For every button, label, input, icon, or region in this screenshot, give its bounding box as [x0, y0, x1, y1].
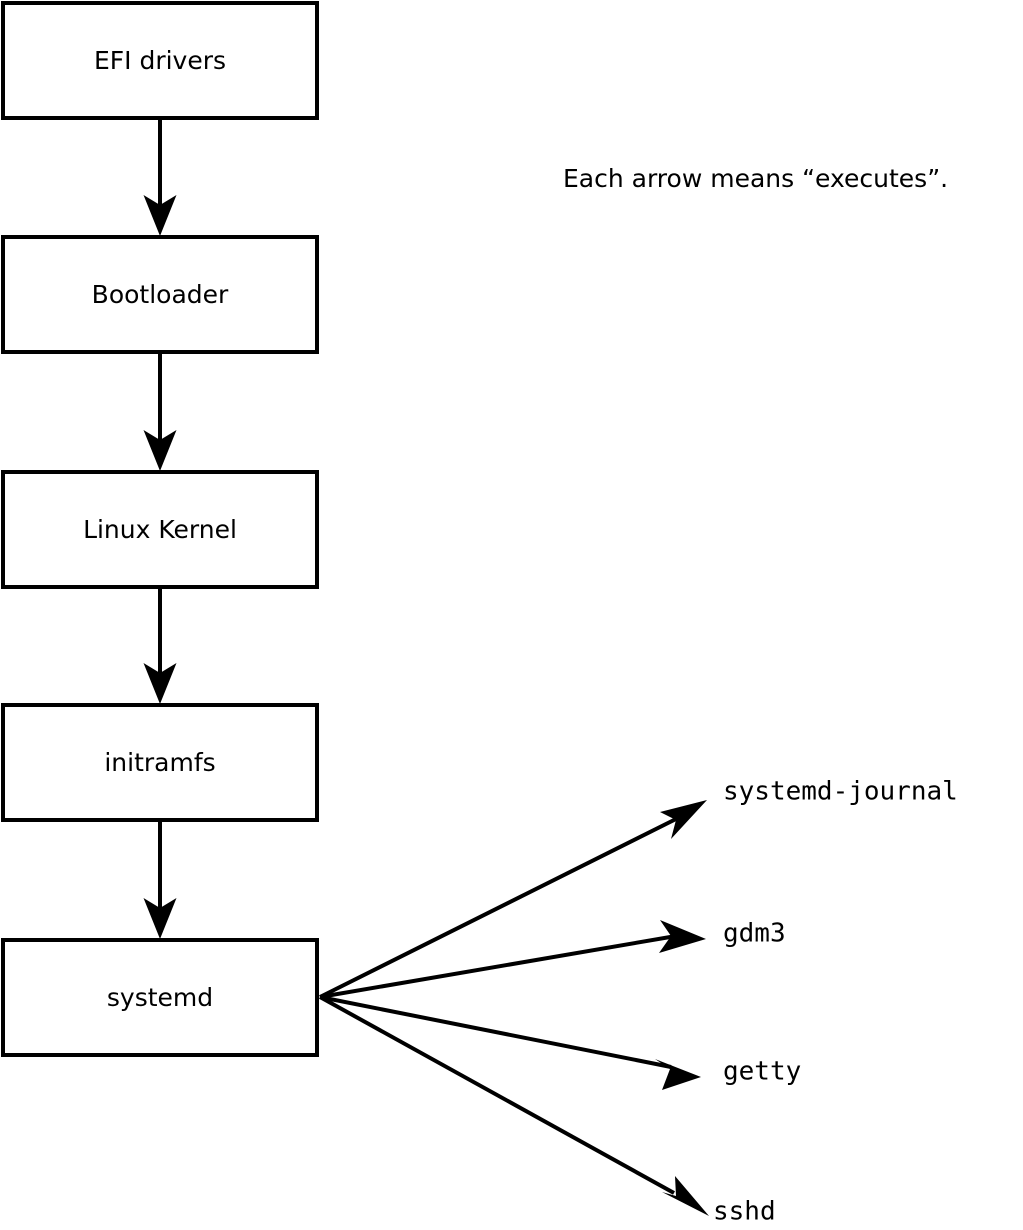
process-label-sshd: sshd [713, 1197, 776, 1227]
process-label-getty: getty [723, 1057, 801, 1087]
stage-box-linux-kernel[interactable]: Linux Kernel [1, 470, 319, 589]
arrow-systemd-to-gdm3 [319, 920, 706, 999]
stage-box-initramfs-label: initramfs [104, 748, 215, 777]
spawned-process-labels: systemd-journal gdm3 getty sshd [713, 777, 958, 1227]
process-label-systemd-journal: systemd-journal [723, 777, 958, 807]
stage-box-linux-kernel-label: Linux Kernel [83, 515, 237, 544]
boot-chain-arrows [143, 118, 177, 939]
arrow-systemd-to-systemd-journal [319, 800, 707, 999]
stage-box-systemd-label: systemd [107, 983, 213, 1012]
legend-text: Each arrow means “executes”. [563, 164, 948, 193]
arrow-linux-kernel-to-initramfs [143, 588, 177, 704]
process-label-gdm3: gdm3 [723, 919, 786, 949]
arrow-initramfs-to-systemd [143, 822, 177, 939]
stage-box-initramfs[interactable]: initramfs [1, 703, 319, 822]
arrow-efi-drivers-to-bootloader [143, 118, 177, 236]
stage-box-bootloader[interactable]: Bootloader [1, 235, 319, 354]
arrow-systemd-to-sshd [319, 995, 709, 1216]
stage-box-bootloader-label: Bootloader [92, 280, 229, 309]
stage-box-efi-drivers[interactable]: EFI drivers [1, 1, 319, 120]
boot-chain-boxes: EFI drivers Bootloader Linux Kernel init… [1, 1, 319, 1057]
stage-box-systemd[interactable]: systemd [1, 938, 319, 1057]
arrow-systemd-to-getty [319, 995, 701, 1090]
arrow-bootloader-to-linux-kernel [143, 353, 177, 471]
systemd-spawn-arrows [319, 800, 709, 1216]
stage-box-efi-drivers-label: EFI drivers [94, 46, 226, 75]
